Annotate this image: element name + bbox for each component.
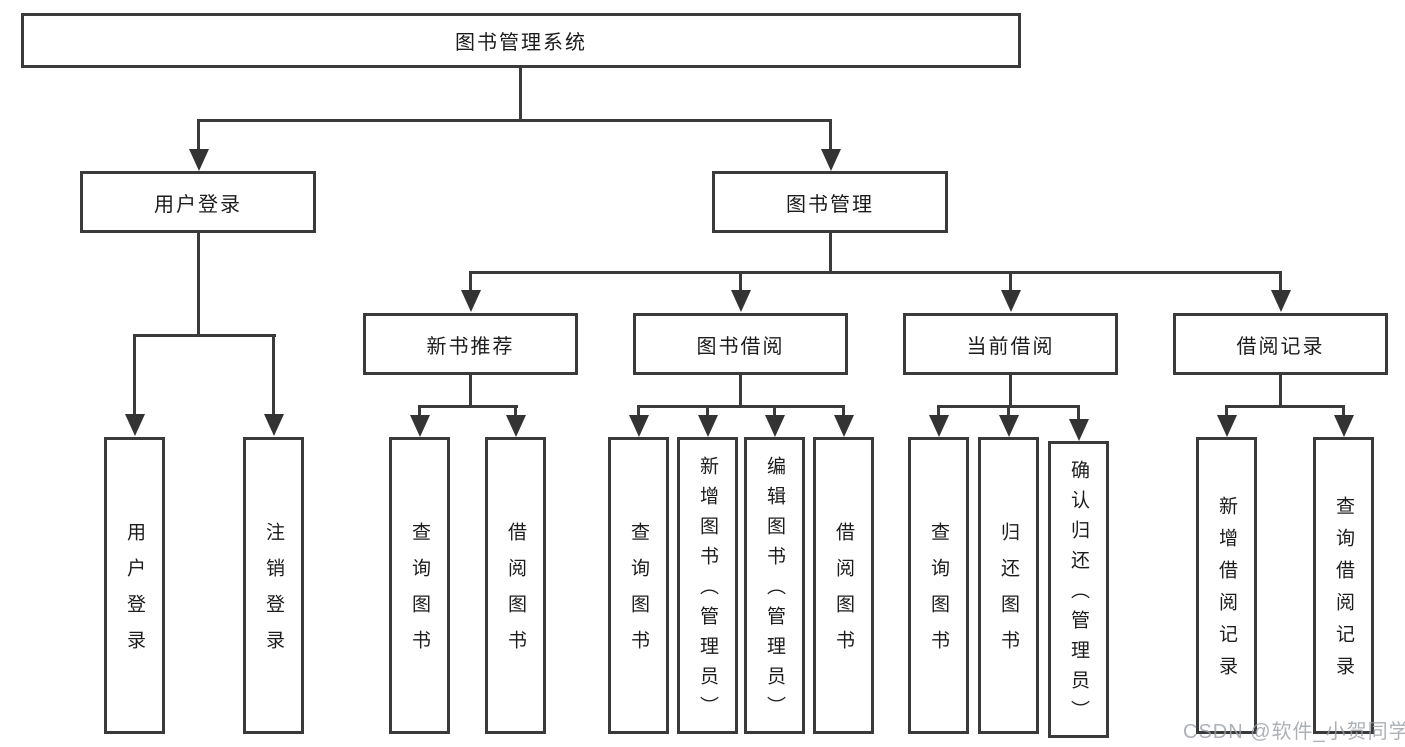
connector-line: [418, 405, 518, 408]
arrow-down-connector: [460, 271, 481, 312]
csdn-watermark: CSDN @软件_小贺同学: [1183, 721, 1405, 743]
arrow-down-connector: [263, 334, 284, 436]
node-label: 图书借阅: [696, 335, 785, 358]
arrow-down-connector: [505, 405, 526, 437]
connector-line: [1009, 374, 1012, 408]
leaf-query-borrow-record: 查询借阅记录: [1313, 437, 1374, 734]
node-label: 当前借阅: [966, 335, 1055, 358]
arrow-down-connector: [998, 405, 1019, 437]
connector-line: [1279, 374, 1282, 408]
connector-line: [829, 232, 832, 274]
node-label: 图书管理: [786, 193, 874, 216]
leaf-label: 确认归还（管理员）: [1068, 460, 1089, 730]
arrow-down-connector: [124, 334, 145, 436]
leaf-add-books-admin: 新增图书（管理员）: [677, 437, 738, 734]
node-new-book-recommendation: 新书推荐: [363, 313, 578, 375]
node-borrowing-records: 借阅记录: [1173, 313, 1388, 375]
leaf-label: 查询图书: [409, 522, 430, 666]
connector-line: [469, 374, 472, 408]
node-book-borrowing: 图书借阅: [633, 313, 848, 375]
leaf-add-borrow-record: 新增借阅记录: [1196, 437, 1257, 734]
leaf-label: 编辑图书（管理员）: [764, 456, 785, 726]
connector-line: [133, 334, 276, 337]
node-label: 用户登录: [154, 193, 242, 216]
arrow-down-connector: [1270, 271, 1291, 312]
node-book-management: 图书管理: [712, 171, 948, 233]
arrow-down-connector: [1000, 271, 1021, 312]
arrow-down-connector: [1068, 405, 1089, 441]
leaf-label: 借阅图书: [833, 522, 854, 666]
arrow-down-connector: [730, 271, 751, 312]
arrow-down-connector: [820, 119, 841, 171]
leaf-label: 新增借阅记录: [1216, 496, 1237, 688]
leaf-label: 借阅图书: [505, 522, 526, 666]
arrow-down-connector: [1216, 405, 1237, 437]
connector-line: [1225, 405, 1345, 408]
leaf-label: 查询图书: [928, 522, 949, 666]
connector-line: [739, 374, 742, 408]
leaf-label: 查询图书: [628, 522, 649, 666]
arrow-down-connector: [833, 405, 854, 437]
connector-line: [197, 119, 832, 122]
node-label: 图书管理系统: [455, 32, 587, 54]
arrow-down-connector: [1333, 405, 1354, 437]
leaf-borrow-books-recommendation: 借阅图书: [485, 437, 546, 734]
node-user-login: 用户登录: [80, 171, 316, 233]
leaf-confirm-return-admin: 确认归还（管理员）: [1048, 441, 1109, 738]
arrow-down-connector: [409, 405, 430, 437]
leaf-logout: 注销登录: [243, 437, 304, 734]
arrow-down-connector: [628, 405, 649, 437]
connector-line: [469, 271, 1282, 274]
arrow-down-connector: [928, 405, 949, 437]
connector-line: [519, 66, 522, 122]
node-label: 借阅记录: [1236, 335, 1325, 358]
leaf-edit-books-admin: 编辑图书（管理员）: [744, 437, 805, 734]
arrow-down-connector: [764, 405, 785, 437]
leaf-label: 查询借阅记录: [1333, 496, 1354, 688]
arrow-down-connector: [188, 119, 209, 171]
connector-line: [637, 405, 845, 408]
leaf-label: 新增图书（管理员）: [697, 456, 718, 726]
leaf-query-books-recommendation: 查询图书: [389, 437, 450, 734]
leaf-return-books: 归还图书: [978, 437, 1039, 734]
node-library-management-system: 图书管理系统: [21, 13, 1021, 68]
leaf-query-books-current: 查询图书: [908, 437, 969, 734]
node-current-borrowing: 当前借阅: [903, 313, 1118, 375]
arrow-down-connector: [697, 405, 718, 437]
leaf-query-books-borrowing: 查询图书: [608, 437, 669, 734]
leaf-label: 归还图书: [998, 522, 1019, 666]
connector-line: [197, 232, 200, 336]
leaf-borrow-books-borrowing: 借阅图书: [813, 437, 874, 734]
leaf-label: 用户登录: [124, 522, 145, 666]
node-label: 新书推荐: [426, 335, 515, 358]
leaf-label: 注销登录: [263, 522, 284, 666]
leaf-user-login: 用户登录: [104, 437, 165, 734]
